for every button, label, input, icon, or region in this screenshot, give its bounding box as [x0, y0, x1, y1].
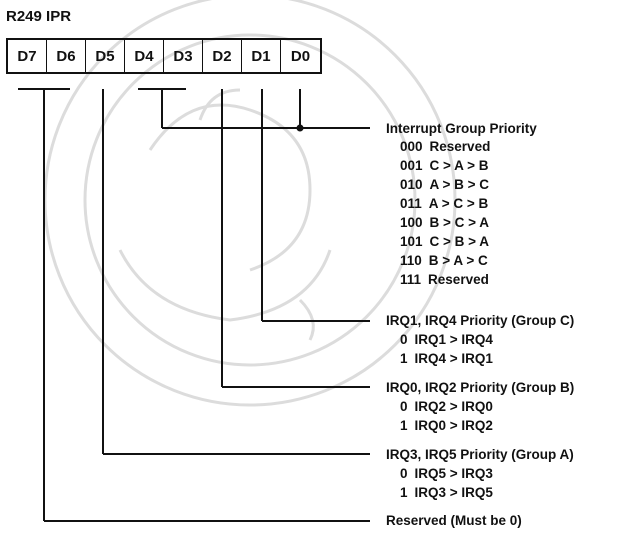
- option-text: A > C > B: [429, 196, 489, 211]
- option-text: B > C > A: [430, 215, 490, 230]
- field-label-group-a: IRQ3, IRQ5 Priority (Group A): [386, 448, 574, 462]
- option-code: 0: [400, 333, 408, 347]
- field-label-group-c: IRQ1, IRQ4 Priority (Group C): [386, 314, 574, 328]
- option-code: 101: [400, 235, 423, 249]
- option-text: IRQ5 > IRQ3: [415, 466, 493, 481]
- option-row: 110 B > A > C: [400, 254, 488, 268]
- junction-dot: [297, 125, 304, 132]
- option-code: 001: [400, 159, 423, 173]
- option-text: IRQ4 > IRQ1: [415, 351, 493, 366]
- option-row: 111 Reserved: [400, 273, 489, 287]
- option-code: 010: [400, 178, 423, 192]
- option-code: 1: [400, 486, 408, 500]
- option-text: C > A > B: [430, 158, 489, 173]
- option-row: 100 B > C > A: [400, 216, 489, 230]
- option-text: Reserved: [428, 272, 489, 287]
- option-code: 1: [400, 419, 408, 433]
- option-text: IRQ0 > IRQ2: [415, 418, 493, 433]
- field-label-reserved: Reserved (Must be 0): [386, 514, 522, 528]
- option-code: 111: [400, 273, 421, 287]
- option-text: Reserved: [430, 139, 491, 154]
- option-code: 110: [400, 254, 422, 268]
- option-row: 1 IRQ4 > IRQ1: [400, 352, 493, 366]
- option-code: 000: [400, 140, 423, 154]
- option-row: 1 IRQ3 > IRQ5: [400, 486, 493, 500]
- option-row: 000 Reserved: [400, 140, 490, 154]
- option-code: 1: [400, 352, 408, 366]
- option-row: 001 C > A > B: [400, 159, 489, 173]
- option-code: 011: [400, 197, 422, 211]
- option-code: 0: [400, 467, 408, 481]
- field-label-group-priority: Interrupt Group Priority: [386, 122, 537, 136]
- option-code: 100: [400, 216, 423, 230]
- option-text: IRQ2 > IRQ0: [415, 399, 493, 414]
- option-text: B > A > C: [429, 253, 488, 268]
- option-text: C > B > A: [430, 234, 490, 249]
- option-row: 011 A > C > B: [400, 197, 488, 211]
- option-row: 101 C > B > A: [400, 235, 489, 249]
- option-row: 010 A > B > C: [400, 178, 489, 192]
- option-text: A > B > C: [430, 177, 490, 192]
- option-text: IRQ3 > IRQ5: [415, 485, 493, 500]
- option-row: 0 IRQ5 > IRQ3: [400, 467, 493, 481]
- option-code: 0: [400, 400, 408, 414]
- field-label-group-b: IRQ0, IRQ2 Priority (Group B): [386, 381, 574, 395]
- option-text: IRQ1 > IRQ4: [415, 332, 493, 347]
- option-row: 0 IRQ2 > IRQ0: [400, 400, 493, 414]
- option-row: 1 IRQ0 > IRQ2: [400, 419, 493, 433]
- option-row: 0 IRQ1 > IRQ4: [400, 333, 493, 347]
